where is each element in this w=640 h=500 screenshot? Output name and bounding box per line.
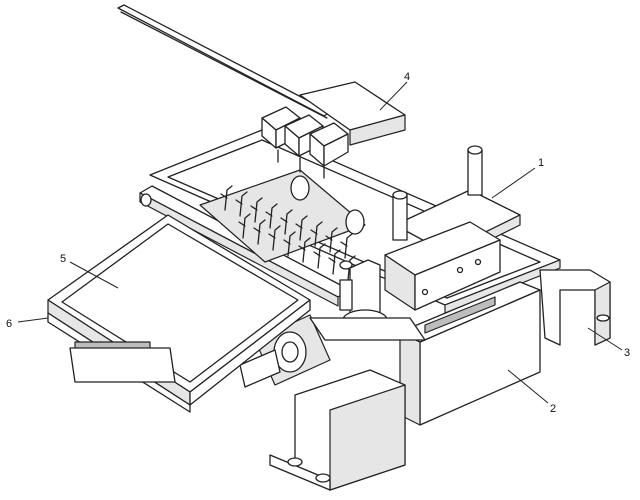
pressing-unit xyxy=(384,145,521,311)
feeder-assembly xyxy=(261,81,406,179)
roller-tooth xyxy=(313,243,326,269)
roller-tooth xyxy=(253,219,266,245)
central-post xyxy=(309,259,426,341)
long-rod xyxy=(117,4,331,119)
motor-axle xyxy=(239,314,331,388)
leader-lines xyxy=(17,81,623,404)
callout-1: 1 xyxy=(538,157,544,169)
lower-housing xyxy=(399,281,541,426)
callout-labels: 1 2 3 4 5 6 xyxy=(6,71,630,415)
crushing-rollers xyxy=(199,169,371,287)
roller-tooth xyxy=(325,227,338,253)
roller-tooth xyxy=(295,215,308,241)
roller-tooth xyxy=(220,185,233,211)
right-bracket xyxy=(539,269,611,346)
roller-tooth xyxy=(265,203,278,229)
roller-tooth xyxy=(340,233,353,259)
left-foot xyxy=(269,369,406,491)
screen-tray xyxy=(47,214,311,413)
roller-tooth xyxy=(310,221,323,247)
roller-tooth xyxy=(268,225,281,251)
roller-tooth xyxy=(283,231,296,257)
callout-3: 3 xyxy=(624,347,630,359)
roller-tooth xyxy=(328,249,341,275)
callout-5: 5 xyxy=(60,253,66,265)
callout-6: 6 xyxy=(6,318,12,330)
callout-2: 2 xyxy=(550,403,556,415)
roller-tooth xyxy=(238,213,251,239)
roller-tooth xyxy=(298,237,311,263)
roller-tooth xyxy=(250,197,263,223)
callout-4: 4 xyxy=(404,71,410,83)
roller-tooth xyxy=(235,191,248,217)
roller-tooth xyxy=(280,209,293,235)
